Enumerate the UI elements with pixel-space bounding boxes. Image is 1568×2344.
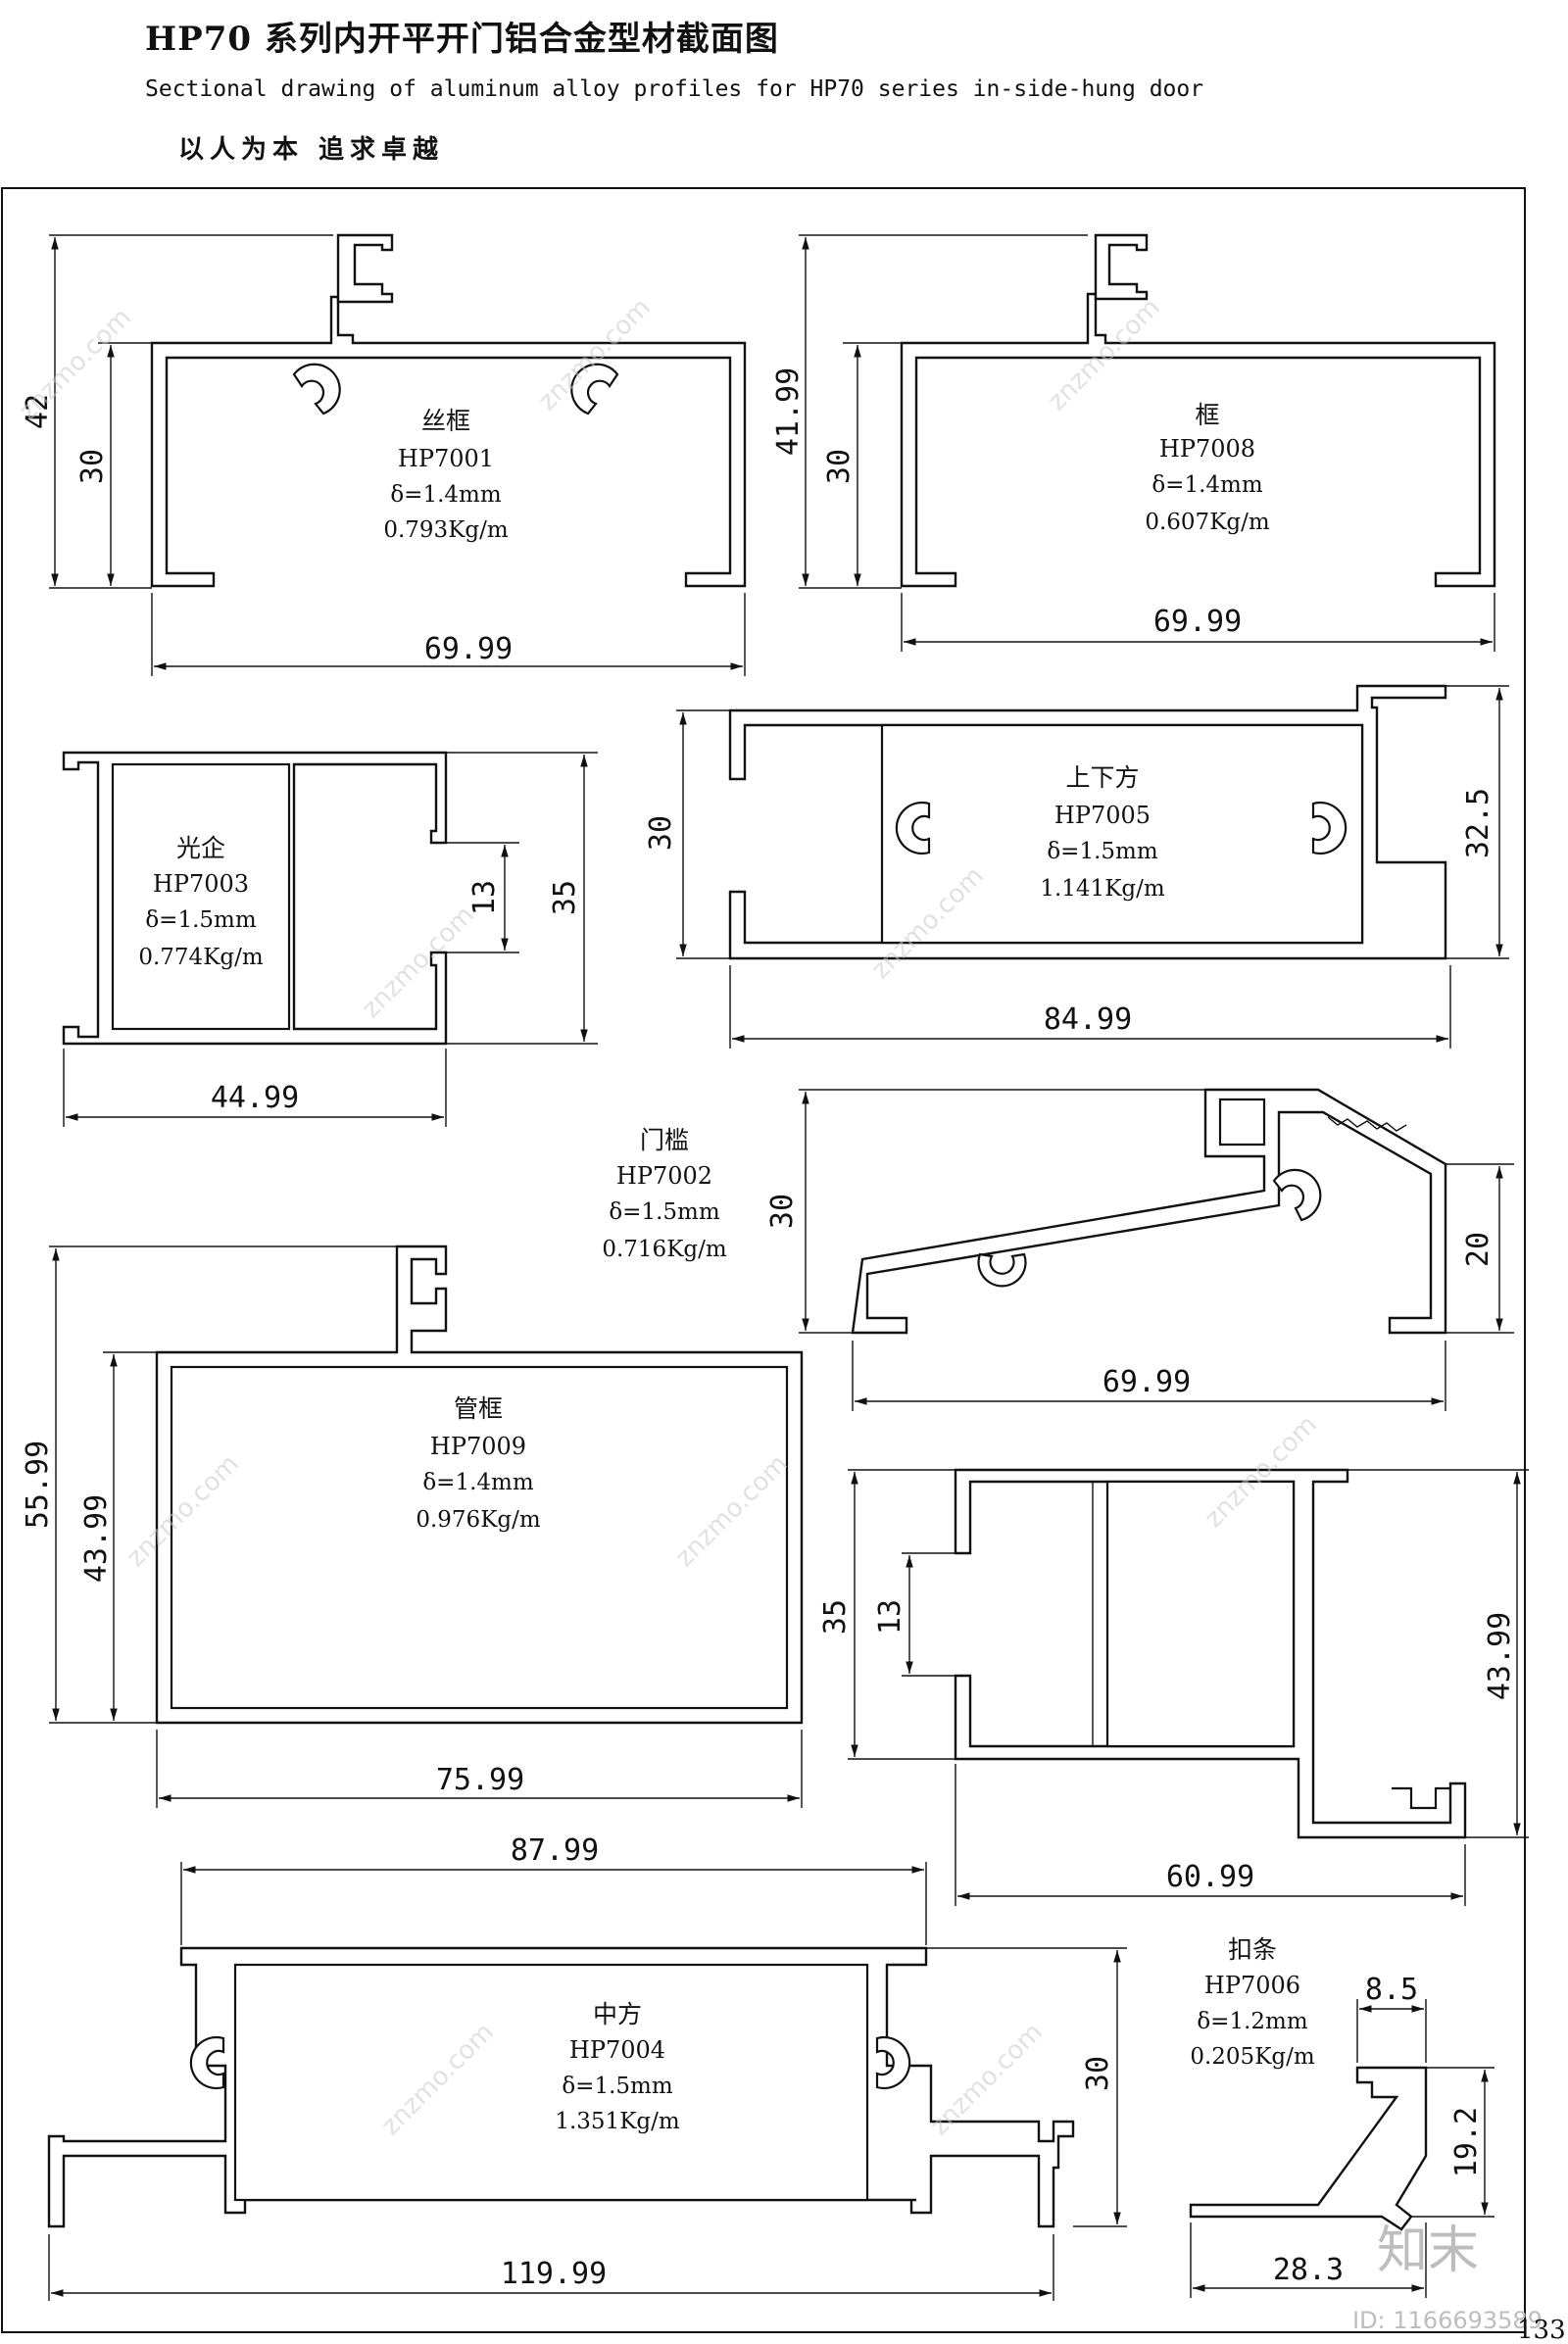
- profile-thickness: δ=1.5mm: [609, 1199, 720, 1225]
- profile-code: HP7008: [1159, 435, 1255, 463]
- dimension-height: 19.2: [1449, 2107, 1484, 2177]
- profile-thickness: δ=1.5mm: [145, 907, 257, 933]
- dimension-height: 42: [21, 394, 55, 429]
- profile-name: 门槛: [640, 1126, 689, 1154]
- page-title: HP70 系列内开平开门铝合金型材截面图: [145, 20, 779, 59]
- dimension-height: 30: [1081, 2056, 1115, 2091]
- watermark-brand: 知末: [1377, 2222, 1479, 2280]
- profile-weight: 0.205Kg/m: [1190, 2044, 1314, 2070]
- profile-hp7002: 门槛 HP7002 δ=1.5mm 0.716Kg/m 30 20 69.99: [602, 1088, 1514, 1411]
- profile-thickness: δ=1.4mm: [1152, 472, 1263, 498]
- profile-name: 管框: [454, 1394, 503, 1423]
- profile-weight: 0.793Kg/m: [383, 517, 508, 543]
- dimension-width: 69.99: [424, 632, 513, 666]
- profile-thickness: δ=1.2mm: [1197, 2009, 1308, 2034]
- profile-code: HP7003: [153, 870, 249, 898]
- profile-hp7004: 中方 HP7004 δ=1.5mm 1.351Kg/m 87.99 30 119…: [47, 1833, 1127, 2301]
- sheet-border: [1, 187, 1526, 2333]
- dimension-width: 60.99: [1166, 1860, 1254, 1894]
- profile-code: HP7005: [1054, 802, 1151, 829]
- profile-hp7009: 管框 HP7009 δ=1.4mm 0.976Kg/m 55.99 43.99 …: [21, 1245, 804, 1808]
- page-subtitle: Sectional drawing of aluminum alloy prof…: [145, 76, 1204, 102]
- profile-name: 丝框: [421, 407, 470, 435]
- profile-unlabeled: 35 13 43.99 60.99: [818, 1468, 1529, 1906]
- profile-name: 中方: [593, 2000, 642, 2028]
- dimension-width: 75.99: [436, 1763, 524, 1797]
- profile-code: HP7004: [569, 2036, 665, 2064]
- dimension-height-outer: 20: [1461, 1232, 1495, 1267]
- profile-name: 框: [1195, 401, 1219, 429]
- slogan: 以人为本 追求卓越: [178, 135, 445, 165]
- profile-hp7006: 扣条 HP7006 δ=1.2mm 0.205Kg/m 8.5 19.2 28.…: [1189, 1935, 1494, 2298]
- dimension-height-inner: 30: [75, 449, 110, 484]
- profile-weight: 0.607Kg/m: [1145, 510, 1269, 535]
- dimension-gap: 13: [467, 880, 502, 915]
- dimension-width: 69.99: [1102, 1365, 1191, 1399]
- dimension-lip: 8.5: [1365, 1973, 1418, 2007]
- profile-name: 光企: [176, 834, 225, 862]
- dimension-height: 35: [818, 1599, 853, 1635]
- profile-hp7001: 丝框 HP7001 δ=1.4mm 0.793Kg/m 42 30 69.99: [21, 233, 747, 676]
- dimension-width: 69.99: [1153, 605, 1242, 639]
- dimension-width-top: 87.99: [511, 1833, 599, 1868]
- profile-weight: 0.716Kg/m: [602, 1237, 726, 1262]
- watermark-site: znzmo.com: [14, 303, 137, 426]
- profile-weight: 0.774Kg/m: [138, 945, 263, 970]
- profile-code: HP7009: [430, 1433, 526, 1460]
- dimension-height-outer: 32.5: [1461, 788, 1495, 858]
- profile-thickness: δ=1.5mm: [1047, 839, 1158, 864]
- profile-code: HP7002: [616, 1162, 712, 1190]
- profile-hp7005: 上下方 HP7005 δ=1.5mm 1.141Kg/m 30 32.5 84.…: [644, 684, 1509, 1049]
- profile-thickness: δ=1.4mm: [390, 482, 502, 508]
- profile-name: 扣条: [1228, 1935, 1277, 1964]
- profile-thickness: δ=1.4mm: [422, 1470, 534, 1495]
- dimension-height: 30: [644, 815, 678, 851]
- dimension-width: 84.99: [1044, 1002, 1132, 1037]
- profile-code: HP7001: [398, 445, 494, 472]
- watermark-id: ID: 1166693589: [1352, 2307, 1543, 2334]
- profile-thickness: δ=1.5mm: [562, 2074, 673, 2099]
- profile-weight: 0.976Kg/m: [416, 1507, 540, 1533]
- profile-name: 上下方: [1065, 763, 1139, 792]
- dimension-height-inner: 43.99: [79, 1494, 114, 1583]
- dimension-gap: 13: [873, 1599, 907, 1635]
- page-number: 133: [1517, 2316, 1566, 2344]
- dimension-height: 30: [765, 1194, 800, 1229]
- dimension-width: 28.3: [1273, 2253, 1344, 2287]
- dimension-height-inner: 30: [822, 449, 857, 484]
- dimension-height: 55.99: [21, 1441, 55, 1529]
- dimension-height: 41.99: [771, 367, 806, 456]
- profile-code: HP7006: [1204, 1972, 1300, 1999]
- dimension-width: 119.99: [501, 2257, 607, 2291]
- dimension-height-outer: 43.99: [1483, 1612, 1517, 1700]
- dimension-width: 44.99: [211, 1081, 299, 1115]
- dimension-height: 35: [548, 880, 582, 915]
- profile-hp7008: 框 HP7008 δ=1.4mm 0.607Kg/m 41.99 30 69.9…: [771, 233, 1496, 652]
- profile-weight: 1.351Kg/m: [555, 2109, 679, 2134]
- watermark-site: znzmo.com: [357, 901, 480, 1024]
- profile-weight: 1.141Kg/m: [1040, 876, 1164, 902]
- profile-hp7003: 光企 HP7003 δ=1.5mm 0.774Kg/m 13 35 44.99: [62, 751, 598, 1127]
